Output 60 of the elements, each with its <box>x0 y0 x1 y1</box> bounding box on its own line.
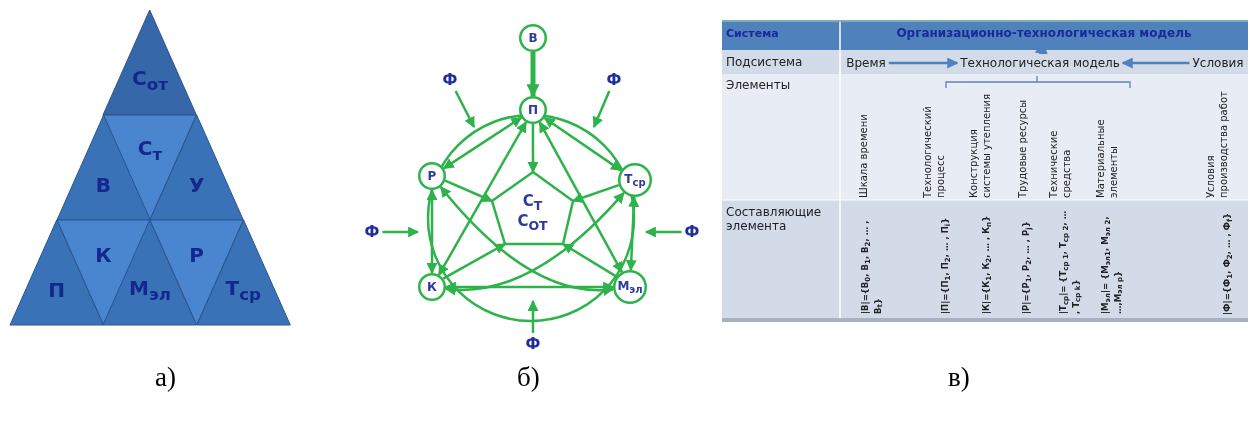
node-label: Т$_{ср}$ <box>624 171 646 189</box>
column-heading: Условия производства работ <box>1205 90 1230 198</box>
subsystem-text: Технологическая модель <box>960 56 1120 70</box>
node-label: У <box>188 173 205 197</box>
arrow <box>571 183 620 203</box>
arrow <box>526 52 540 98</box>
force-label: Ф <box>606 71 622 89</box>
arrow <box>527 299 539 333</box>
panel-caption: в) <box>948 362 970 393</box>
node-label: Р <box>189 243 204 267</box>
arrow <box>437 121 528 276</box>
column-heading: Материальные элементы <box>1095 118 1120 198</box>
column-heading: Конструкция системы утепления <box>968 92 993 198</box>
row-heading: Подсистема <box>726 55 803 69</box>
header-text: Организационно-технологическая модель <box>896 26 1192 40</box>
arrow <box>644 226 682 238</box>
row-heading: Элементы <box>726 78 791 92</box>
arrow <box>444 179 493 203</box>
arrow <box>426 188 438 275</box>
node-label: П <box>48 278 66 302</box>
node-label: С$_{т}$ <box>137 136 163 164</box>
arrow <box>1121 57 1190 69</box>
column-heading: Технические средства <box>1048 129 1073 198</box>
column-heading: Технологический процесс <box>922 105 947 198</box>
force-label: Ф <box>442 71 458 89</box>
arrow <box>888 57 959 69</box>
arrow <box>442 242 506 280</box>
node-label: С$_{от}$ <box>132 66 168 94</box>
arrow <box>382 226 420 238</box>
arrow <box>592 90 611 128</box>
arrow <box>444 281 615 293</box>
node-label: Т$_{ср}$ <box>225 276 262 304</box>
subsystem-text: Время <box>846 56 886 70</box>
arrow <box>538 121 623 274</box>
node-label: М$_{эл}$ <box>129 276 171 304</box>
node-label: В <box>528 31 538 45</box>
arrow <box>442 116 523 170</box>
column-heading: Трудовые ресурсы <box>1017 98 1029 198</box>
node-label: К <box>95 243 112 267</box>
node-label: К <box>427 280 437 294</box>
force-label: Ф <box>684 223 700 241</box>
node-label: П <box>528 103 538 117</box>
arrow <box>625 195 640 272</box>
node-label: В <box>95 173 111 197</box>
arrow <box>454 90 476 128</box>
panel-caption: а) <box>155 362 176 393</box>
node-label: Р <box>427 169 437 183</box>
row-heading: Система <box>726 27 779 40</box>
subsystem-text: Условия <box>1192 56 1244 70</box>
force-label: Ф <box>364 223 380 241</box>
arrow <box>543 116 622 172</box>
arrow <box>527 124 539 174</box>
node-label: С$_{Т}$ <box>522 191 543 213</box>
node-label: С$_{ОТ}$ <box>517 211 548 233</box>
row-heading: Составляющие элемента <box>726 205 823 233</box>
column-heading: Шкала времени <box>858 113 870 198</box>
node-label: М$_{эл}$ <box>617 278 643 296</box>
arrow <box>562 242 618 278</box>
force-label: Ф <box>525 335 541 353</box>
panel-caption: б) <box>517 362 540 393</box>
